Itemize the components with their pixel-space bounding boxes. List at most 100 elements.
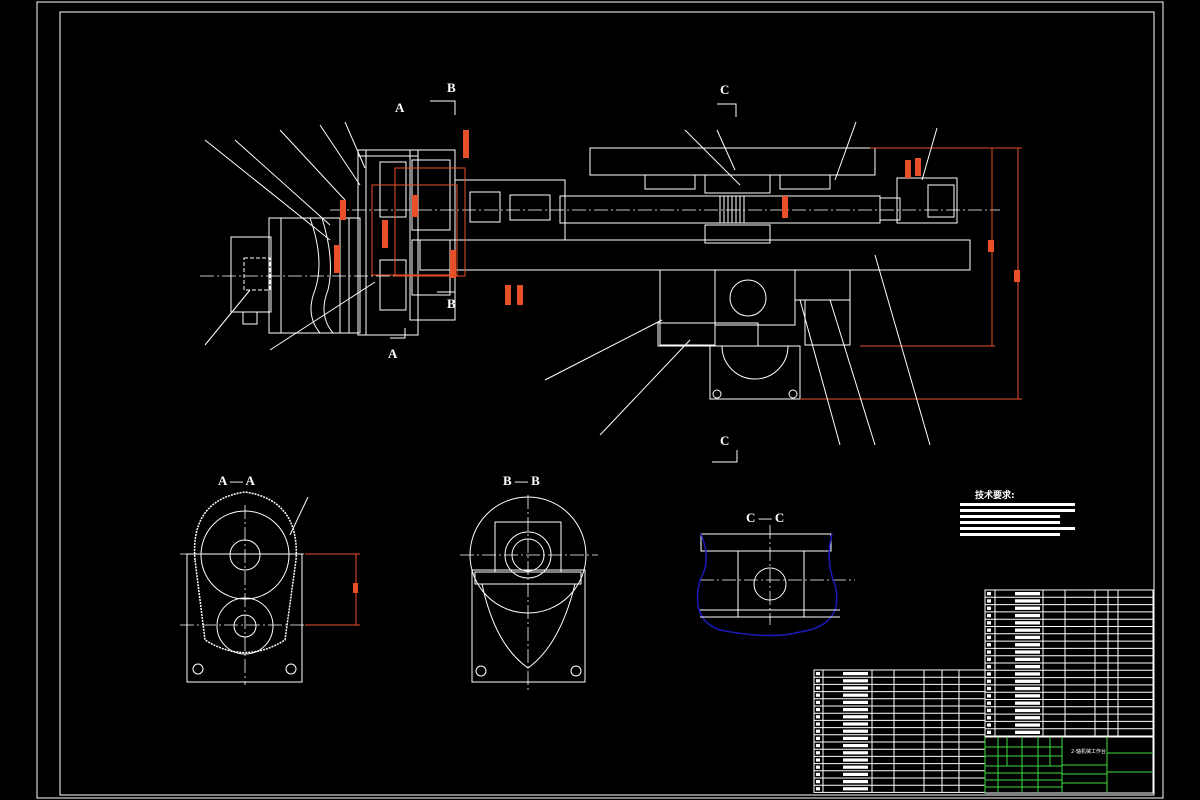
table-cell-index bbox=[816, 693, 820, 697]
table-cell-text bbox=[1015, 643, 1040, 647]
table-cell-text bbox=[1015, 701, 1040, 705]
table-cell-index bbox=[987, 635, 991, 640]
section-marker-c-top: C bbox=[717, 82, 737, 117]
section-view-bb: B — B bbox=[460, 473, 598, 690]
table-cell-text bbox=[1015, 657, 1040, 661]
table-cell-text bbox=[1015, 686, 1040, 691]
table-cell-text bbox=[843, 672, 868, 676]
svg-text:A — A: A — A bbox=[218, 473, 255, 488]
table-cell-text bbox=[843, 722, 868, 726]
table-cell-text bbox=[843, 715, 868, 719]
table-cell-index bbox=[816, 758, 820, 762]
section-marker-a-bottom: A bbox=[388, 328, 406, 361]
table-cell-index bbox=[987, 613, 991, 618]
table-cell-index bbox=[816, 708, 820, 712]
section-marker-a-top: A bbox=[395, 100, 405, 115]
table-cell-index bbox=[987, 665, 991, 669]
svg-text:A: A bbox=[395, 100, 405, 115]
table-cell-text bbox=[843, 758, 868, 762]
table-cell-text bbox=[1015, 716, 1040, 720]
table-cell-text bbox=[1015, 672, 1040, 676]
svg-text:C: C bbox=[720, 433, 729, 448]
table-cell-text bbox=[843, 765, 868, 769]
table-cell-text bbox=[1015, 613, 1040, 618]
drawing-name: 2-轴机械工作台 bbox=[1071, 748, 1106, 755]
table-cell-text bbox=[843, 693, 868, 697]
table-cell-index bbox=[987, 716, 991, 720]
table-cell-text bbox=[1015, 606, 1040, 610]
table-cell-index bbox=[987, 599, 991, 603]
table-cell-text bbox=[843, 708, 868, 712]
table-cell-index bbox=[987, 628, 991, 632]
table-cell-text bbox=[843, 736, 868, 740]
main-assembly-view bbox=[200, 121, 1022, 446]
table-cell-index bbox=[816, 672, 820, 676]
table-cell-text bbox=[843, 700, 868, 704]
table-cell-index bbox=[987, 679, 991, 683]
table-cell-index bbox=[816, 751, 820, 755]
table-cell-index bbox=[987, 621, 991, 625]
table-cell-text bbox=[843, 787, 868, 791]
table-cell-index bbox=[987, 650, 991, 654]
table-cell-index bbox=[987, 694, 991, 698]
table-cell-index bbox=[816, 729, 820, 733]
table-cell-text bbox=[843, 780, 868, 784]
table-frame bbox=[813, 669, 986, 793]
table-cell-index bbox=[987, 723, 991, 727]
table-cell-text bbox=[1015, 635, 1040, 640]
inner-frame bbox=[59, 11, 1155, 796]
section-marker-b-bottom: B bbox=[437, 282, 456, 311]
table-cell-index bbox=[987, 657, 991, 661]
title-block: 2-轴机械工作台 bbox=[984, 736, 1154, 794]
table-cell-index bbox=[816, 679, 820, 683]
table-cell-text bbox=[1015, 665, 1040, 669]
svg-text:B: B bbox=[447, 80, 456, 95]
table-cell-index bbox=[987, 592, 991, 596]
table-cell-text bbox=[1015, 592, 1040, 596]
table-cell-index bbox=[816, 715, 820, 719]
table-cell-index bbox=[987, 708, 991, 713]
section-marker-c-bottom: C bbox=[712, 433, 738, 463]
table-cell-text bbox=[1015, 730, 1040, 734]
table-cell-index bbox=[816, 686, 820, 690]
section-view-aa: A — A bbox=[180, 473, 360, 685]
table-cell-index bbox=[816, 736, 820, 740]
table-cell-text bbox=[1015, 621, 1040, 625]
outer-border bbox=[36, 1, 1164, 799]
table-cell-text bbox=[843, 744, 868, 748]
table-cell-text bbox=[1015, 599, 1040, 603]
svg-text:C: C bbox=[720, 82, 729, 97]
table-cell-index bbox=[987, 643, 991, 647]
table-cell-text bbox=[1015, 628, 1040, 632]
table-cell-text bbox=[843, 729, 868, 733]
table-cell-index bbox=[987, 701, 991, 705]
table-cell-index bbox=[816, 700, 820, 704]
table-cell-text bbox=[843, 772, 868, 776]
svg-text:B: B bbox=[447, 296, 456, 311]
table-cell-text bbox=[1015, 723, 1040, 727]
parts-list-left bbox=[813, 669, 986, 793]
svg-text:C — C: C — C bbox=[746, 510, 784, 525]
table-cell-index bbox=[987, 730, 991, 734]
table-cell-text bbox=[1015, 708, 1040, 713]
svg-text:B — B: B — B bbox=[503, 473, 540, 488]
table-cell-text bbox=[843, 751, 868, 755]
table-cell-index bbox=[987, 606, 991, 610]
table-cell-index bbox=[816, 780, 820, 784]
table-cell-index bbox=[816, 787, 820, 791]
parts-list-right bbox=[984, 589, 1154, 737]
table-cell-text bbox=[1015, 679, 1040, 683]
section-marker-b-top: B bbox=[430, 80, 456, 115]
section-view-cc: C — C bbox=[696, 510, 855, 637]
table-cell-text bbox=[843, 686, 868, 690]
table-cell-index bbox=[816, 744, 820, 748]
table-cell-text bbox=[843, 679, 868, 683]
table-cell-index bbox=[816, 772, 820, 776]
table-cell-index bbox=[987, 672, 991, 676]
table-cell-index bbox=[816, 722, 820, 726]
table-cell-index bbox=[816, 765, 820, 769]
technical-requirements: 技术要求: bbox=[960, 489, 1075, 536]
screw-threads bbox=[719, 196, 745, 223]
table-cell-text bbox=[1015, 650, 1040, 654]
